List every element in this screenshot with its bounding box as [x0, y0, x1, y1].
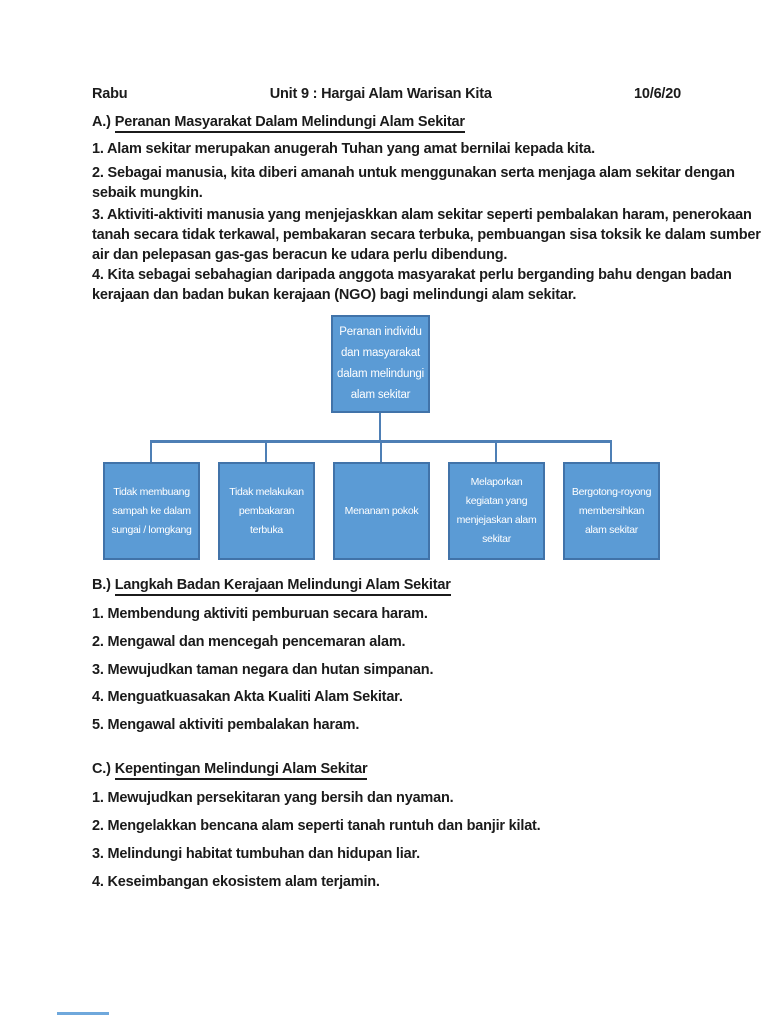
connector-crossbar	[150, 440, 612, 443]
section-b-item-5: 5. Mengawal aktiviti pembalakan haram.	[92, 715, 692, 735]
flowchart-child-box-2: Tidak melakukan pembakaran terbuka	[218, 462, 315, 560]
flowchart-child-box-5: Bergotong-royong membersihkan alam sekit…	[563, 462, 660, 560]
section-a-item-1: 1. Alam sekitar merupakan anugerah Tuhan…	[92, 139, 692, 159]
section-c-item-3: 3. Melindungi habitat tumbuhan dan hidup…	[92, 844, 692, 864]
flowchart-root-box: Peranan individu dan masyarakat dalam me…	[331, 315, 430, 413]
page-bottom-mark	[57, 1012, 109, 1015]
section-c-item-1: 1. Mewujudkan persekitaran yang bersih d…	[92, 788, 692, 808]
connector-drop-1	[150, 443, 152, 462]
section-a-label: A.)	[92, 114, 111, 130]
paragraph-line: 2. Mengelakkan bencana alam seperti tana…	[92, 818, 541, 834]
section-c-heading: C.)Kepentingan Melindungi Alam Sekitar	[92, 761, 368, 780]
paragraph-line: tanah secara tidak terkawal, pembakaran …	[92, 227, 761, 243]
paragraph-line: 2. Sebagai manusia, kita diberi amanah u…	[92, 165, 735, 181]
page-header: Rabu Unit 9 : Hargai Alam Warisan Kita 1…	[92, 86, 681, 102]
flowchart-child-box-3: Menanam pokok	[333, 462, 430, 560]
section-a-heading: A.)Peranan Masyarakat Dalam Melindungi A…	[92, 114, 465, 133]
paragraph-line: 4. Keseimbangan ekosistem alam terjamin.	[92, 874, 380, 890]
section-c-label: C.)	[92, 761, 111, 777]
section-c-heading-text: Kepentingan Melindungi Alam Sekitar	[114, 761, 368, 780]
paragraph-line: 4. Menguatkuasakan Akta Kualiti Alam Sek…	[92, 689, 403, 705]
section-c-item-2: 2. Mengelakkan bencana alam seperti tana…	[92, 816, 692, 836]
section-a-item-3: 3. Aktiviti-aktiviti manusia yang menjej…	[92, 205, 761, 265]
paragraph-line: 3. Melindungi habitat tumbuhan dan hidup…	[92, 846, 420, 862]
connector-drop-2	[265, 443, 267, 462]
section-b-item-2: 2. Mengawal dan mencegah pencemaran alam…	[92, 632, 692, 652]
section-b-item-4: 4. Menguatkuasakan Akta Kualiti Alam Sek…	[92, 687, 692, 707]
paragraph-line: 2. Mengawal dan mencegah pencemaran alam…	[92, 634, 406, 650]
flowchart-child-box-4: Melaporkan kegiatan yang menjejaskan ala…	[448, 462, 545, 560]
header-title: Unit 9 : Hargai Alam Warisan Kita	[269, 86, 492, 102]
paragraph-line: 1. Mewujudkan persekitaran yang bersih d…	[92, 790, 454, 806]
paragraph-line: 3. Mewujudkan taman negara dan hutan sim…	[92, 662, 434, 678]
section-b-heading-text: Langkah Badan Kerajaan Melindungi Alam S…	[114, 577, 451, 596]
section-a-item-2: 2. Sebagai manusia, kita diberi amanah u…	[92, 163, 735, 203]
paragraph-line: 5. Mengawal aktiviti pembalakan haram.	[92, 717, 360, 733]
section-b-label: B.)	[92, 577, 111, 593]
section-a-heading-text: Peranan Masyarakat Dalam Melindungi Alam…	[114, 114, 465, 133]
connector-drop-5	[610, 443, 612, 462]
connector-stem	[379, 413, 381, 440]
paragraph-line: kerajaan dan badan bukan kerajaan (NGO) …	[92, 287, 577, 303]
section-b-item-3: 3. Mewujudkan taman negara dan hutan sim…	[92, 660, 692, 680]
section-b-heading: B.)Langkah Badan Kerajaan Melindungi Ala…	[92, 577, 451, 596]
connector-drop-3	[380, 443, 382, 462]
header-day: Rabu	[92, 86, 128, 102]
header-date: 10/6/20	[634, 86, 681, 102]
section-b-item-1: 1. Membendung aktiviti pemburuan secara …	[92, 604, 692, 624]
section-a-item-4: 4. Kita sebagai sebahagian daripada angg…	[92, 265, 732, 305]
paragraph-line: 1. Membendung aktiviti pemburuan secara …	[92, 606, 428, 622]
paragraph-line: 1. Alam sekitar merupakan anugerah Tuhan…	[92, 141, 595, 157]
paragraph-line: 3. Aktiviti-aktiviti manusia yang menjej…	[92, 207, 752, 223]
paragraph-line: 4. Kita sebagai sebahagian daripada angg…	[92, 267, 732, 283]
connector-drop-4	[495, 443, 497, 462]
paragraph-line: air dan pelepasan gas-gas beracun ke uda…	[92, 247, 508, 263]
section-c-item-4: 4. Keseimbangan ekosistem alam terjamin.	[92, 872, 692, 892]
flowchart-child-box-1: Tidak membuang sampah ke dalam sungai / …	[103, 462, 200, 560]
paragraph-line: sebaik mungkin.	[92, 185, 203, 201]
